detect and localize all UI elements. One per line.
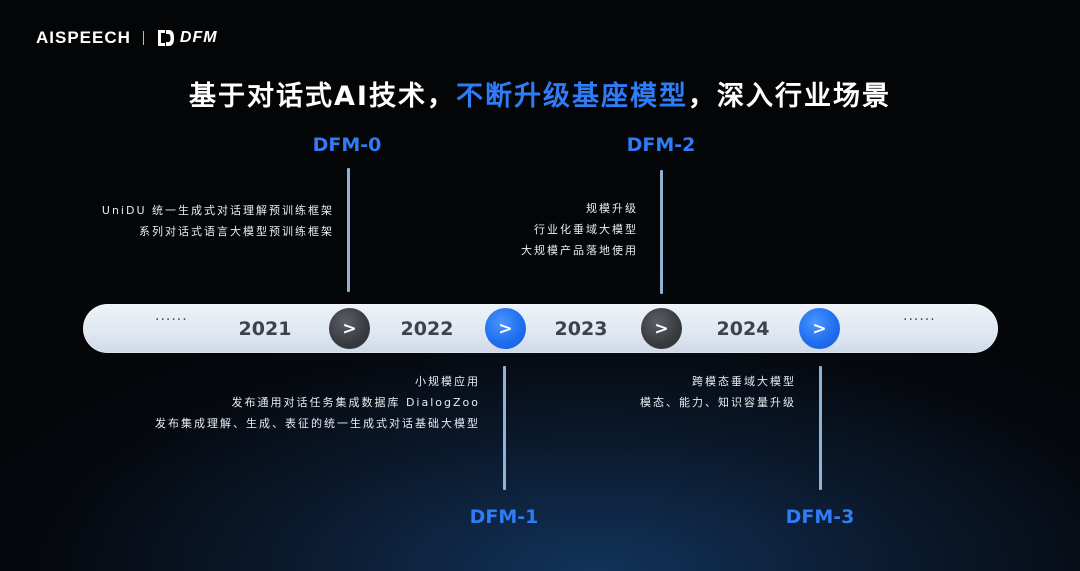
milestone-dfm0-connector	[347, 168, 350, 292]
note-line: 大规模产品落地使用	[521, 244, 638, 257]
note-line: 发布通用对话任务集成数据库 DialogZoo	[231, 396, 480, 409]
note-line: 模态、能力、知识容量升级	[640, 396, 796, 409]
note-line: 规模升级	[586, 202, 638, 215]
year-2023: 2023	[554, 318, 608, 340]
dfm-logo-icon	[157, 30, 174, 46]
milestone-dfm0-notes: UniDU 统一生成式对话理解预训练框架 系列对话式语言大模型预训练框架	[102, 200, 334, 242]
milestone-dfm2-connector	[660, 170, 663, 294]
milestone-dfm3-label: DFM-3	[785, 506, 855, 528]
milestone-dfm2-label: DFM-2	[626, 134, 696, 156]
note-line: 跨模态垂域大模型	[692, 375, 796, 388]
headline-accent: 不断升级基座模型	[455, 81, 688, 112]
timeline-arrow-icon: >	[485, 308, 526, 349]
milestone-dfm1-label: DFM-1	[469, 506, 539, 528]
year-2021: 2021	[238, 318, 292, 340]
headline-part1: 基于对话式AI技术，	[189, 81, 456, 112]
headline: 基于对话式AI技术，不断升级基座模型，深入行业场景	[0, 74, 1080, 113]
timeline-arrow-icon: >	[641, 308, 682, 349]
note-line: UniDU 统一生成式对话理解预训练框架	[101, 204, 334, 217]
milestone-dfm3-connector	[819, 366, 822, 490]
year-2024: 2024	[716, 318, 770, 340]
milestone-dfm3-notes: 跨模态垂域大模型 模态、能力、知识容量升级	[640, 371, 796, 413]
note-line: 系列对话式语言大模型预训练框架	[139, 225, 334, 238]
headline-part2: ，深入行业场景	[687, 81, 891, 112]
timeline-arrow-icon: >	[329, 308, 370, 349]
year-2022: 2022	[400, 318, 454, 340]
logo: AISPEECH DFM	[36, 28, 218, 48]
logo-divider	[142, 31, 144, 45]
milestone-dfm1-notes: 小规模应用 发布通用对话任务集成数据库 DialogZoo 发布集成理解、生成、…	[155, 371, 480, 434]
dfm-logo: DFM	[156, 29, 218, 47]
note-line: 小规模应用	[415, 375, 480, 388]
timeline-arrow-icon: >	[799, 308, 840, 349]
timeline-leading-ellipsis: ······	[155, 312, 188, 328]
timeline-trailing-ellipsis: ······	[903, 312, 936, 328]
milestone-dfm1-connector	[503, 366, 506, 490]
dfm-logo-text: DFM	[179, 29, 218, 46]
milestone-dfm0-label: DFM-0	[312, 134, 382, 156]
timeline-bar	[83, 304, 998, 353]
note-line: 发布集成理解、生成、表征的统一生成式对话基础大模型	[155, 417, 480, 430]
brand-name: AISPEECH	[36, 28, 131, 47]
milestone-dfm2-notes: 规模升级 行业化垂域大模型 大规模产品落地使用	[521, 198, 638, 261]
note-line: 行业化垂域大模型	[534, 223, 638, 236]
